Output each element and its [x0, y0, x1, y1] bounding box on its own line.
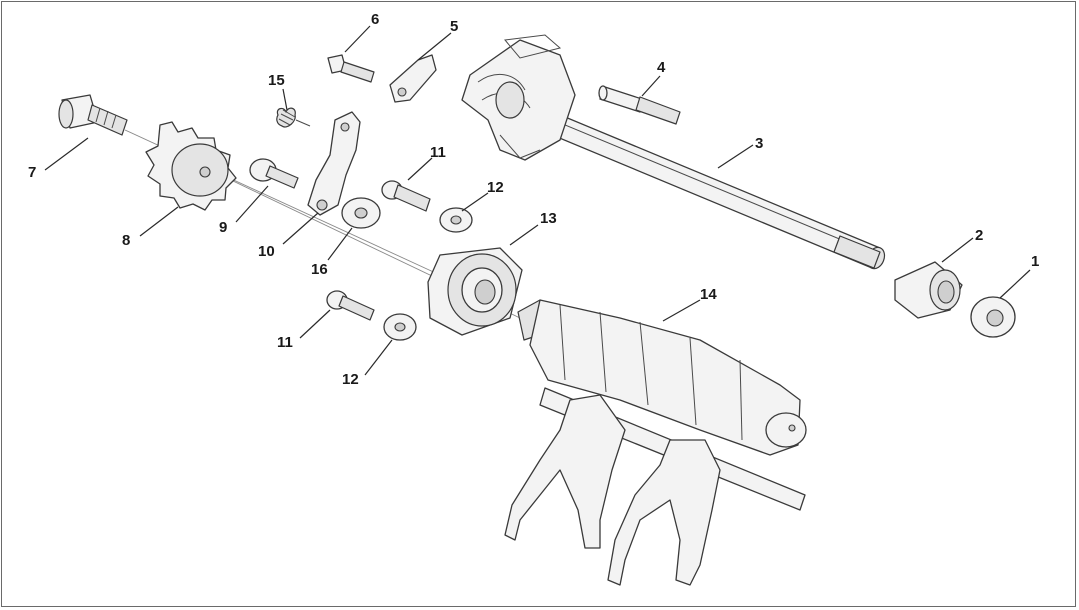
- part-13-bearing: [427, 247, 523, 336]
- part-16-washer: [341, 197, 381, 229]
- part-11-bolt-upper: [381, 180, 431, 212]
- callout-13: 13: [540, 210, 557, 227]
- part-11-bolt-lower: [326, 290, 375, 321]
- part-14-shift-drum: [504, 299, 807, 586]
- callout-12-upper: 12: [487, 179, 504, 196]
- callout-10: 10: [258, 243, 275, 260]
- callout-9: 9: [219, 219, 227, 236]
- callout-1: 1: [1031, 253, 1039, 270]
- part-2-bushing: [894, 261, 963, 319]
- part-7-screw: [58, 94, 128, 136]
- callout-11-lower: 11: [277, 334, 293, 351]
- callout-4: 4: [657, 59, 666, 76]
- callout-labels: 1 2 3 4 5 6 7 8 9 10 11 11 12 12 13 14 1…: [28, 11, 1039, 388]
- callout-6: 6: [371, 11, 379, 28]
- part-10-lever: [307, 111, 361, 216]
- callout-16: 16: [311, 261, 328, 278]
- part-12-washer-upper: [439, 207, 473, 233]
- part-1-washer: [970, 296, 1016, 338]
- callout-14: 14: [700, 286, 717, 303]
- part-8-detent-star: [145, 121, 237, 211]
- callout-12-lower: 12: [342, 371, 359, 388]
- callout-7: 7: [28, 164, 36, 181]
- callout-5: 5: [450, 18, 458, 35]
- callout-2: 2: [975, 227, 983, 244]
- part-15-spring: [276, 107, 311, 128]
- part-6-bolt: [327, 54, 375, 83]
- part-4-pin: [598, 85, 681, 125]
- leader-lines: [44, 25, 1031, 376]
- part-5-plate: [389, 54, 437, 103]
- part-9-screw: [249, 158, 299, 189]
- callout-15: 15: [268, 72, 285, 89]
- part-3-shift-shaft: [461, 34, 886, 270]
- callout-8: 8: [122, 232, 130, 249]
- part-12-washer-lower: [383, 313, 417, 341]
- callout-3: 3: [755, 135, 763, 152]
- callout-11-upper: 11: [430, 144, 446, 161]
